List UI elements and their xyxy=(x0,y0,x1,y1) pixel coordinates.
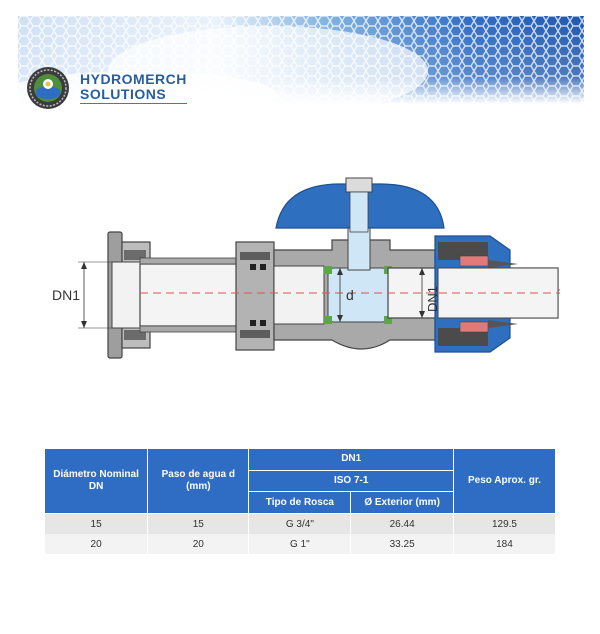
header-exterior: Ø Exterior (mm) xyxy=(350,491,454,514)
cell-exterior: 26.44 xyxy=(350,513,454,534)
company-seal-icon xyxy=(27,67,69,109)
cell-dn: 15 xyxy=(43,513,149,534)
valve-cross-section-diagram: DN1 d DN1 xyxy=(40,170,580,370)
d-label: d xyxy=(346,287,354,303)
header-peso: Peso Aprox. gr. xyxy=(452,448,557,514)
specification-table: Diámetro Nominal DN Paso de agua d (mm) … xyxy=(43,448,557,554)
header-paso: Paso de agua d (mm) xyxy=(147,448,250,514)
header-rosca: Tipo de Rosca xyxy=(248,491,352,514)
cell-peso: 129.5 xyxy=(452,513,557,534)
cell-peso: 184 xyxy=(452,534,557,554)
cell-rosca: G 3/4" xyxy=(248,513,352,534)
hexagon-pattern xyxy=(18,16,584,104)
brand-name: HYDROMERCH SOLUTIONS xyxy=(80,72,187,104)
brand-line-1: HYDROMERCH xyxy=(80,71,187,87)
header-iso: ISO 7-1 xyxy=(248,469,454,493)
header-dn1: DN1 xyxy=(248,448,454,471)
table-row: 15 15 G 3/4" 26.44 129.5 xyxy=(43,513,557,534)
table-row: 20 20 G 1" 33.25 184 xyxy=(43,534,557,554)
cell-paso: 15 xyxy=(147,513,250,534)
dn1-right-label: DN1 xyxy=(425,286,440,312)
cell-rosca: G 1" xyxy=(248,534,352,554)
cell-dn: 20 xyxy=(43,534,149,554)
valve-drawing: DN1 d DN1 xyxy=(52,177,560,359)
header-banner xyxy=(18,16,584,104)
header-dn: Diámetro Nominal DN xyxy=(43,448,149,514)
cell-exterior: 33.25 xyxy=(350,534,454,554)
brand-logo: HYDROMERCH SOLUTIONS xyxy=(26,66,187,110)
brand-line-2: SOLUTIONS xyxy=(80,87,187,104)
dn1-left-label: DN1 xyxy=(52,287,80,303)
cell-paso: 20 xyxy=(147,534,250,554)
